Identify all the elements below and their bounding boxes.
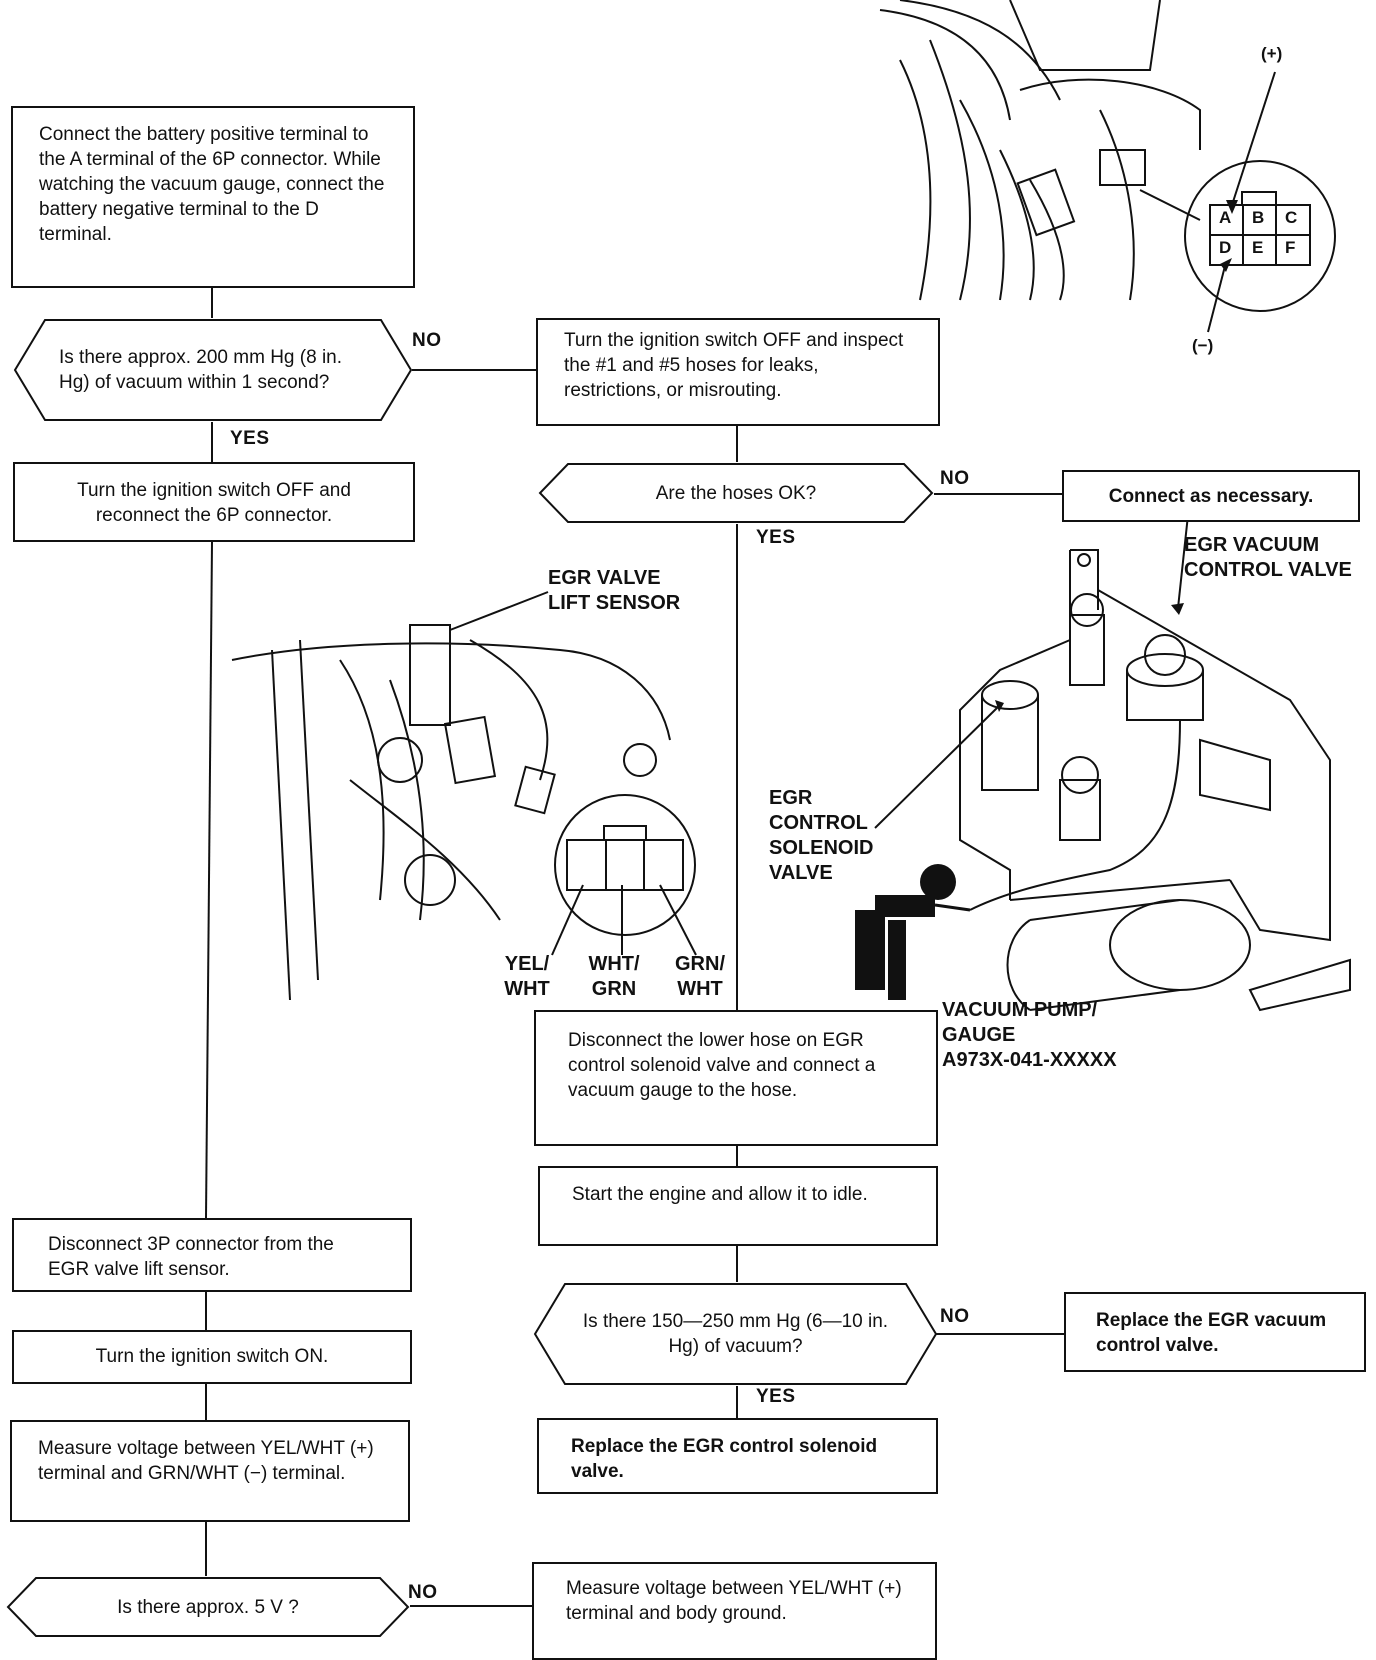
step-measure-yel-grn: Measure voltage between YEL/WHT (+) term… — [10, 1420, 410, 1522]
callout-line: VALVE — [769, 862, 833, 884]
decision-text: Is there approx. 200 mm Hg (8 in. Hg) of… — [59, 347, 343, 393]
decision-text: Is there approx. 5 V ? — [117, 1596, 299, 1618]
step-measure-body-ground: Measure voltage between YEL/WHT (+) term… — [532, 1562, 937, 1660]
step-start-engine: Start the engine and allow it to idle. — [538, 1166, 938, 1246]
wire-label-grn-wht: GRN/ WHT — [668, 952, 732, 1002]
branch-no: NO — [940, 468, 970, 489]
decision-vacuum-150-250: Is there 150—250 mm Hg (6—10 in. Hg) of … — [533, 1282, 938, 1386]
step-replace-vacuum-control: Replace the EGR vacuum control valve. — [1064, 1292, 1366, 1372]
callout-control-solenoid: EGR CONTROL SOLENOID VALVE — [769, 786, 873, 886]
decision-text: Is there 150—250 mm Hg (6—10 in. Hg) of … — [582, 1311, 889, 1357]
wire-line: WHT/ — [588, 953, 640, 975]
pin-d: D — [1219, 238, 1232, 257]
pin-b: B — [1252, 208, 1265, 227]
callout-vacuum-control-valve: EGR VACUUM CONTROL VALVE — [1184, 533, 1352, 583]
connector-6p-illustration — [879, 0, 1336, 333]
step-disconnect-3p: Disconnect 3P connector from the EGR val… — [12, 1218, 412, 1292]
wire-line: GRN — [591, 978, 637, 1000]
branch-no: NO — [940, 1306, 970, 1327]
callout-lift-sensor: EGR VALVE LIFT SENSOR — [548, 566, 680, 616]
step-disconnect-lower-hose: Disconnect the lower hose on EGR control… — [534, 1010, 938, 1146]
callout-line: SOLENOID — [769, 837, 874, 859]
egr-solenoid-illustration — [874, 514, 1351, 1012]
pin-f: F — [1285, 238, 1296, 257]
branch-yes: YES — [756, 527, 796, 548]
pin-a: A — [1219, 208, 1232, 227]
decision-vacuum-200: Is there approx. 200 mm Hg (8 in. Hg) of… — [13, 318, 413, 422]
callout-line: EGR — [769, 787, 813, 809]
wire-label-yel-wht: YEL/ WHT — [497, 952, 557, 1002]
minus-terminal-label: (−) — [1192, 336, 1214, 355]
plus-terminal-label: (+) — [1261, 44, 1283, 63]
wire-line: GRN/ — [675, 953, 725, 975]
branch-no: NO — [412, 330, 442, 351]
callout-line: VACUUM PUMP/ — [942, 999, 1098, 1021]
pin-c: C — [1285, 208, 1298, 227]
callout-line: CONTROL — [769, 812, 868, 834]
step-connect-battery: Connect the battery positive terminal to… — [11, 106, 415, 288]
branch-yes: YES — [230, 428, 270, 449]
step-reconnect-6p: Turn the ignition switch OFF and reconne… — [13, 462, 415, 542]
decision-approx-5v: Is there approx. 5 V ? — [6, 1576, 410, 1638]
lift-sensor-illustration — [231, 591, 697, 1001]
wire-line: WHT — [677, 978, 723, 1000]
callout-vacuum-pump: VACUUM PUMP/ GAUGE A973X-041-XXXXX — [942, 998, 1117, 1073]
step-connect-as-necessary: Connect as necessary. — [1062, 470, 1360, 522]
callout-line: CONTROL VALVE — [1184, 559, 1352, 581]
wire-line: WHT — [504, 978, 550, 1000]
callout-line: EGR VALVE — [548, 567, 661, 589]
decision-text: Are the hoses OK? — [655, 482, 817, 504]
pin-e: E — [1252, 238, 1264, 257]
callout-line: EGR VACUUM — [1184, 534, 1320, 556]
wire-line: YEL/ — [504, 953, 550, 975]
wire-label-wht-grn: WHT/ GRN — [582, 952, 646, 1002]
callout-line: GAUGE — [942, 1024, 1016, 1046]
vacuum-pump-illustration — [855, 864, 971, 1000]
branch-yes: YES — [756, 1386, 796, 1407]
decision-hoses-ok: Are the hoses OK? — [538, 462, 934, 524]
callout-line: A973X-041-XXXXX — [942, 1049, 1117, 1071]
branch-no: NO — [408, 1582, 438, 1603]
step-ignition-on: Turn the ignition switch ON. — [12, 1330, 412, 1384]
step-inspect-hoses: Turn the ignition switch OFF and inspect… — [536, 318, 940, 426]
callout-line: LIFT SENSOR — [548, 592, 681, 614]
step-replace-solenoid: Replace the EGR control solenoid valve. — [537, 1418, 938, 1494]
